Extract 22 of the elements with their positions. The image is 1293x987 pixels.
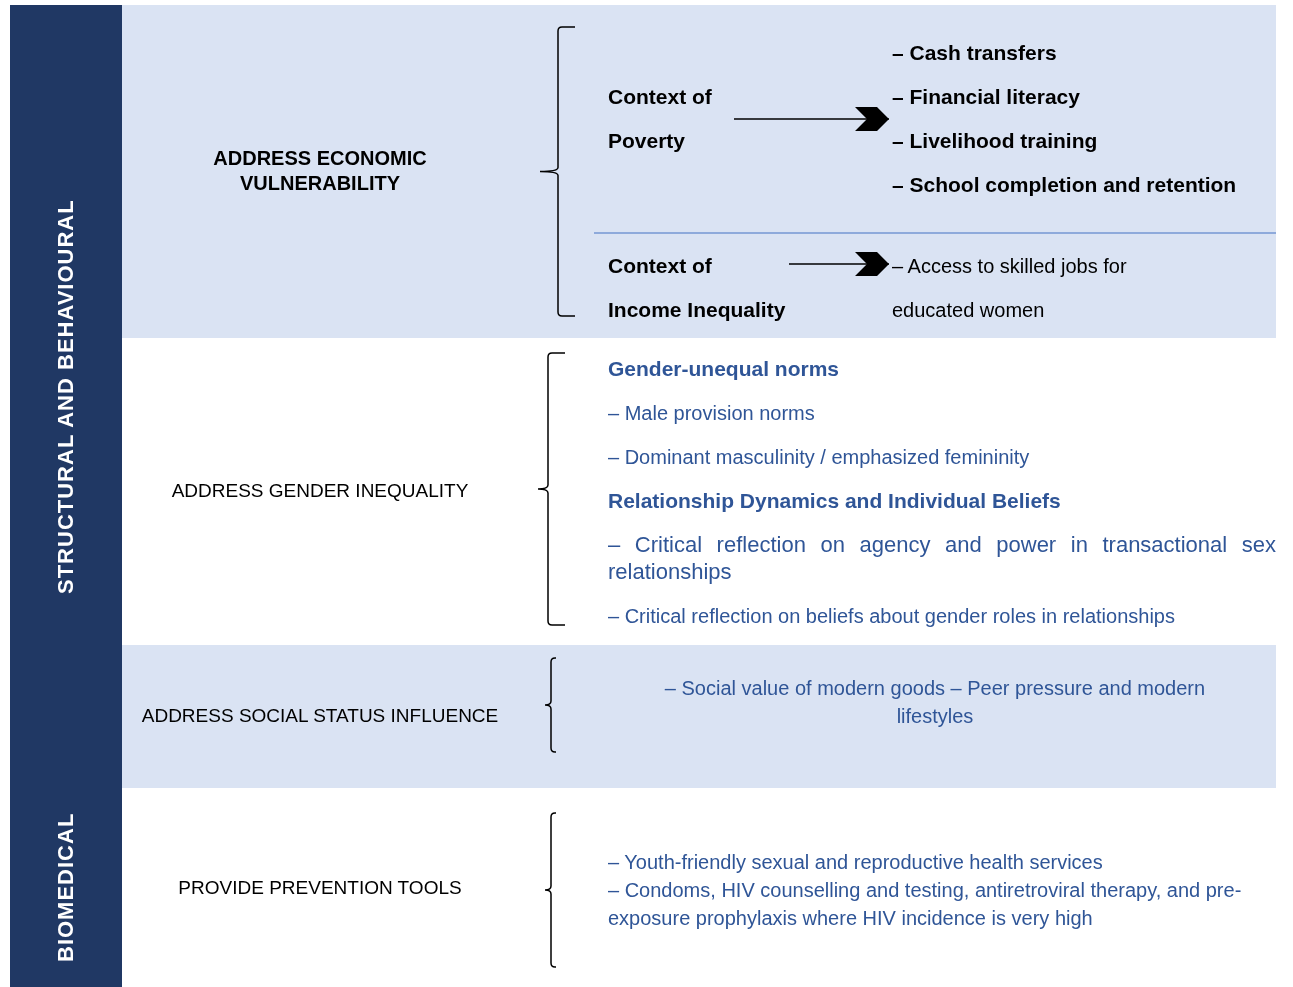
list-item: – School completion and retention [892,172,1237,198]
heading: Relationship Dynamics and Individual Beliefs [608,488,1062,514]
bullet-text: – Youth-friendly sexual and reproductive health services [608,850,1104,875]
list-item: – Cash transfers [892,40,1057,66]
list-item: – Financial literacy [892,84,1080,110]
bullet-text: – Critical reflection on agency and power in transactional sex relationships [608,531,1276,585]
list-item: – Livelihood training [892,128,1098,154]
context-label: Context of Income Inequality [608,244,788,332]
row-heading: PROVIDE PREVENTION TOOLS [150,877,490,899]
row-heading: ADDRESS ECONOMIC VULNERABILITY [150,146,490,196]
bullet-text: – Dominant masculinity / emphasized femininity [608,445,1031,470]
section-band: STRUCTURAL AND BEHAVIOURAL [10,5,122,788]
bullet-text: – Access to skilled jobs for educated women [892,244,1172,332]
row-heading: ADDRESS SOCIAL STATUS INFLUENCE [125,705,515,727]
row-heading: ADDRESS GENDER INEQUALITY [150,480,490,502]
section-band: BIOMEDICAL [10,788,122,987]
heading: Gender-unequal norms [608,356,841,382]
bullet-text: – Male provision norms [608,401,816,426]
bullet-text: – Critical reflection on beliefs about gender roles in relationships [608,604,1176,629]
bullet-text: – Condoms, HIV counselling and testing, antiretroviral therapy, and pre-exposure prophylaxis where HIV incidence is very high [608,878,1243,931]
context-label: Context of Poverty [608,75,733,163]
bullet-text: – Social value of modern goods – Peer pressure and modern lifestyles [663,676,1207,729]
